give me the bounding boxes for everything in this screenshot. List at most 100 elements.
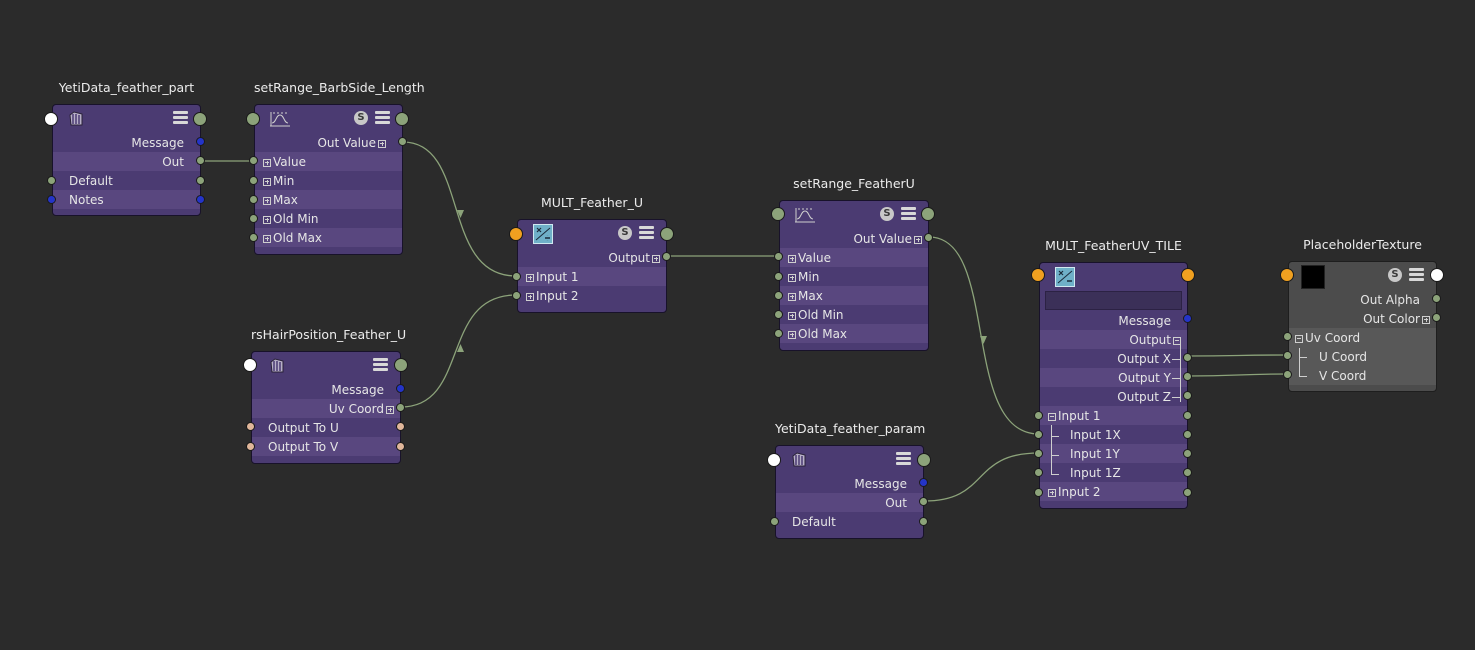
max-port[interactable] (249, 195, 258, 204)
u-coord-port[interactable] (1283, 351, 1292, 360)
output-port[interactable] (662, 252, 671, 261)
max-port[interactable] (774, 291, 783, 300)
old-max-port[interactable] (249, 233, 258, 242)
node-output-port[interactable] (1430, 268, 1444, 282)
expand-icon[interactable] (788, 330, 796, 339)
input-2-output-port[interactable] (1183, 488, 1192, 497)
node-yetidata-feather-part[interactable]: YetiData_feather_part Message Out Defaul… (44, 80, 207, 216)
notes-output-port[interactable] (196, 195, 205, 204)
value-port[interactable] (249, 156, 258, 165)
input-1-port[interactable] (512, 272, 521, 281)
input-1y-output-port[interactable] (1183, 449, 1192, 458)
default-output-port[interactable] (196, 176, 205, 185)
node-output-port[interactable] (917, 453, 931, 467)
node-output-port[interactable] (921, 207, 935, 221)
old-min-port[interactable] (249, 214, 258, 223)
input-2-port[interactable] (512, 291, 521, 300)
expand-icon[interactable] (1422, 315, 1430, 324)
out-value-port[interactable] (398, 137, 407, 146)
expand-icon[interactable] (652, 254, 660, 263)
notes-input-port[interactable] (47, 195, 56, 204)
v-coord-port[interactable] (1283, 370, 1292, 379)
collapse-icon[interactable] (1295, 334, 1303, 343)
out-value-port[interactable] (924, 233, 933, 242)
old-min-port[interactable] (774, 310, 783, 319)
old-max-port[interactable] (774, 329, 783, 338)
expand-icon[interactable] (263, 215, 271, 224)
hamburger-icon[interactable] (375, 111, 390, 125)
node-input-port[interactable] (243, 358, 257, 372)
out-color-port[interactable] (1432, 313, 1441, 322)
node-input-port[interactable] (1280, 268, 1294, 282)
s-badge-icon[interactable]: S (1388, 268, 1402, 282)
message-port[interactable] (396, 384, 405, 393)
input-2-port[interactable] (1034, 488, 1043, 497)
expand-icon[interactable] (788, 254, 796, 263)
out-port[interactable] (196, 156, 205, 165)
node-rshairposition-feather-u[interactable]: rsHairPosition_Feather_U Message Uv Coor… (243, 327, 408, 464)
node-input-port[interactable] (771, 207, 785, 221)
node-input-port[interactable] (767, 453, 781, 467)
collapse-icon[interactable] (1048, 412, 1056, 421)
expand-icon[interactable] (263, 158, 271, 167)
value-port[interactable] (774, 252, 783, 261)
node-output-port[interactable] (193, 112, 207, 126)
expand-icon[interactable] (386, 405, 394, 414)
node-output-port[interactable] (1181, 268, 1195, 282)
default-input-port[interactable] (47, 176, 56, 185)
node-setrange-featheru[interactable]: setRange_FeatherU S Out Value Value Min … (771, 176, 935, 351)
out-alpha-port[interactable] (1432, 294, 1441, 303)
hamburger-icon[interactable] (896, 452, 911, 466)
input-1x-port[interactable] (1034, 430, 1043, 439)
min-port[interactable] (774, 272, 783, 281)
node-output-port[interactable] (395, 112, 409, 126)
expand-icon[interactable] (788, 292, 796, 301)
hamburger-icon[interactable] (373, 358, 388, 372)
node-input-port[interactable] (246, 112, 260, 126)
node-setrange-barbside-length[interactable]: setRange_BarbSide_Length S Out Value Val… (246, 80, 425, 255)
input-1-port[interactable] (1034, 411, 1043, 420)
message-port[interactable] (196, 137, 205, 146)
expand-icon[interactable] (914, 235, 922, 244)
input-1z-output-port[interactable] (1183, 468, 1192, 477)
node-output-port[interactable] (660, 227, 674, 241)
output-x-port[interactable] (1183, 353, 1192, 362)
input-1y-port[interactable] (1034, 449, 1043, 458)
expand-icon[interactable] (788, 311, 796, 320)
input-1x-output-port[interactable] (1183, 430, 1192, 439)
expand-icon[interactable] (1048, 488, 1056, 497)
output-to-v-input-port[interactable] (246, 442, 255, 451)
node-mult-feather-u[interactable]: MULT_Feather_U S Output Input 1 Input 2 (509, 195, 674, 313)
output-z-port[interactable] (1183, 391, 1192, 400)
node-yetidata-feather-param[interactable]: YetiData_feather_param Message Out Defau… (767, 421, 931, 539)
expand-icon[interactable] (788, 273, 796, 282)
hamburger-icon[interactable] (173, 111, 188, 125)
expand-icon[interactable] (526, 292, 534, 301)
expand-icon[interactable] (263, 196, 271, 205)
message-port[interactable] (1183, 314, 1192, 323)
node-mult-featheruv-tile[interactable]: MULT_FeatherUV_TILE Message Output Outpu… (1031, 238, 1195, 509)
node-swatch-field[interactable] (1045, 291, 1182, 310)
node-input-port[interactable] (44, 112, 58, 126)
uv-coord-port[interactable] (1283, 332, 1292, 341)
s-badge-icon[interactable]: S (618, 226, 632, 240)
hamburger-icon[interactable] (639, 226, 654, 240)
min-port[interactable] (249, 176, 258, 185)
output-to-u-input-port[interactable] (246, 422, 255, 431)
hamburger-icon[interactable] (901, 207, 916, 221)
collapse-icon[interactable] (1173, 336, 1181, 345)
hamburger-icon[interactable] (1409, 268, 1424, 282)
color-swatch[interactable] (1301, 265, 1325, 289)
input-1z-port[interactable] (1034, 468, 1043, 477)
default-output-port[interactable] (919, 517, 928, 526)
output-to-u-output-port[interactable] (396, 422, 405, 431)
message-port[interactable] (919, 478, 928, 487)
default-input-port[interactable] (770, 517, 779, 526)
expand-icon[interactable] (526, 273, 534, 282)
output-y-port[interactable] (1183, 372, 1192, 381)
s-badge-icon[interactable]: S (354, 111, 368, 125)
output-to-v-output-port[interactable] (396, 442, 405, 451)
input-1-output-port[interactable] (1183, 411, 1192, 420)
node-input-port[interactable] (1031, 268, 1045, 282)
node-input-port[interactable] (509, 227, 523, 241)
